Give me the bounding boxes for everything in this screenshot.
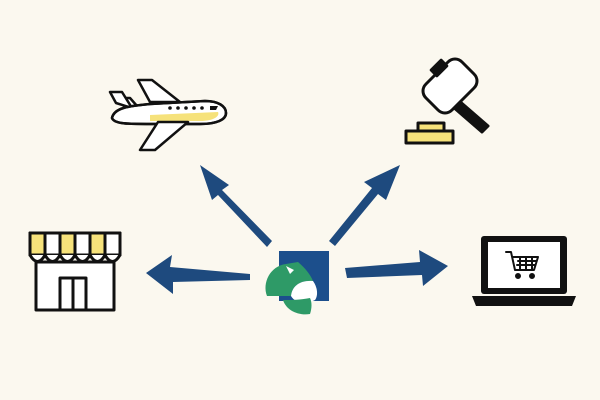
airplane-icon	[108, 78, 228, 152]
arrow-to-airplane	[200, 165, 272, 247]
storefront-icon	[28, 231, 122, 312]
shopping-cart-icon	[505, 251, 539, 279]
arrow-to-store	[146, 255, 250, 294]
arrow-to-auction	[329, 165, 400, 246]
arrow-to-online	[345, 250, 448, 286]
laptop-shopping-cart-icon	[472, 236, 576, 306]
gavel-icon	[404, 57, 490, 145]
arrows	[146, 165, 448, 294]
brand-logo-icon	[265, 251, 329, 315]
